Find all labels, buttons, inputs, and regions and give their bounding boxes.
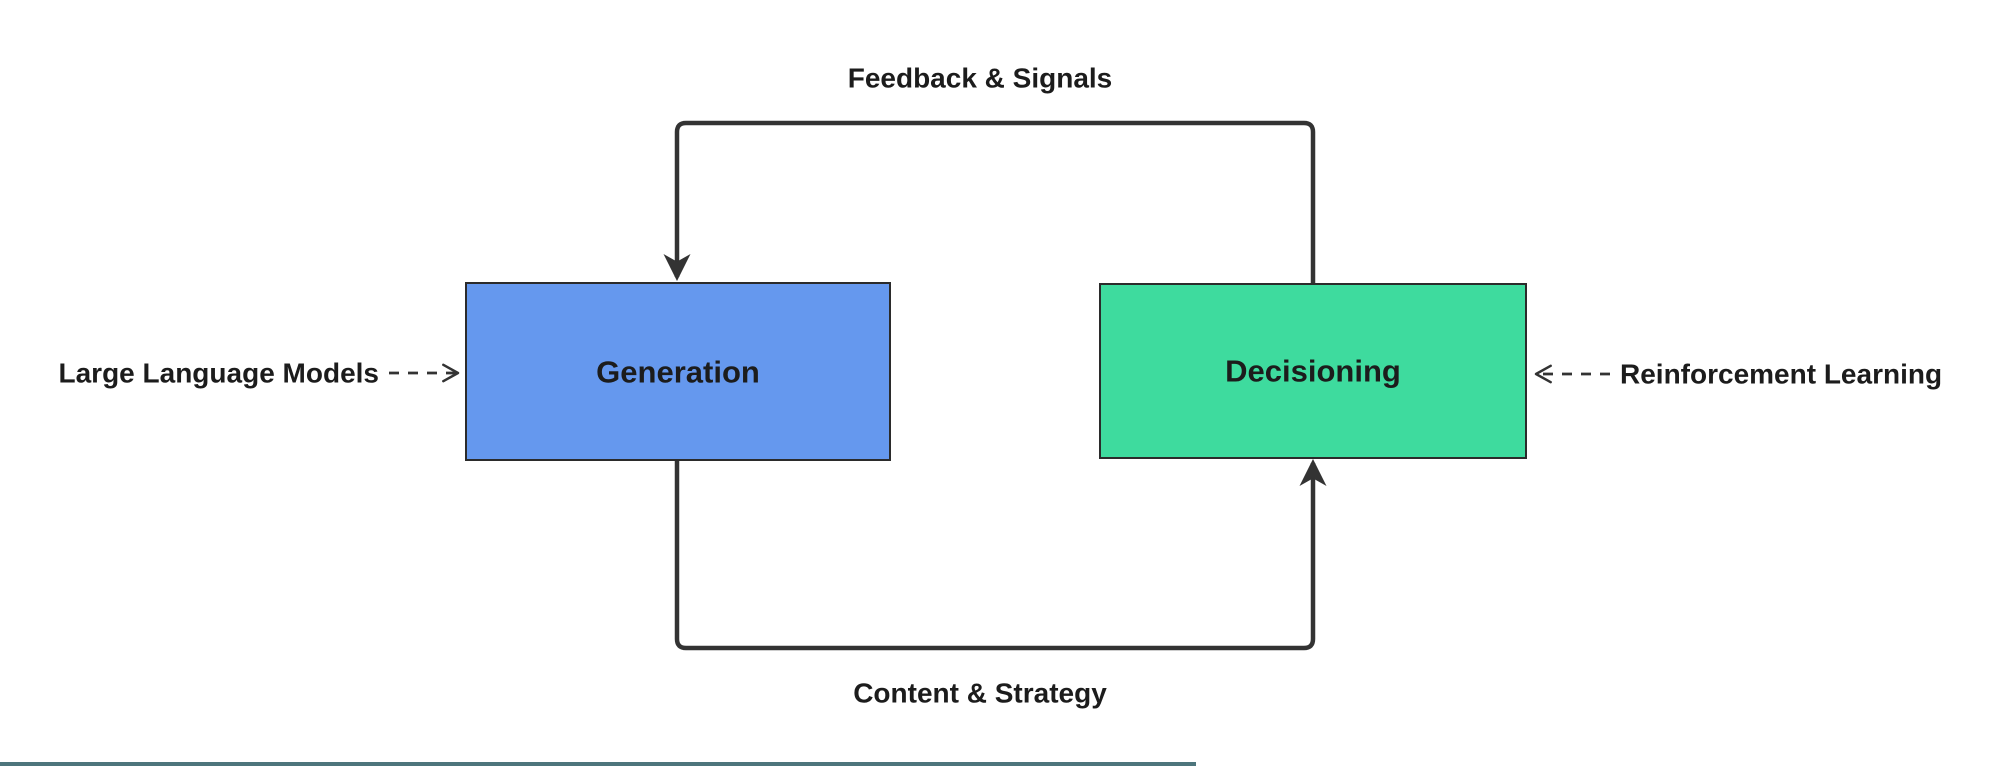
edge-content-arrow: [674, 458, 1327, 651]
edge-feedback-arrow: [663, 120, 1316, 283]
edge-rl-label: Reinforcement Learning: [1620, 359, 1942, 390]
bottom-rule: [0, 762, 1196, 766]
node-decisioning: [1099, 283, 1527, 459]
edge-content-label: Content & Strategy: [853, 678, 1107, 709]
edge-llm-label: Large Language Models: [59, 358, 380, 389]
node-generation: [465, 282, 891, 461]
edge-feedback-label: Feedback & Signals: [848, 63, 1113, 94]
node-generation-label: Generation: [596, 355, 760, 390]
node-decisioning-label: Decisioning: [1225, 354, 1401, 389]
